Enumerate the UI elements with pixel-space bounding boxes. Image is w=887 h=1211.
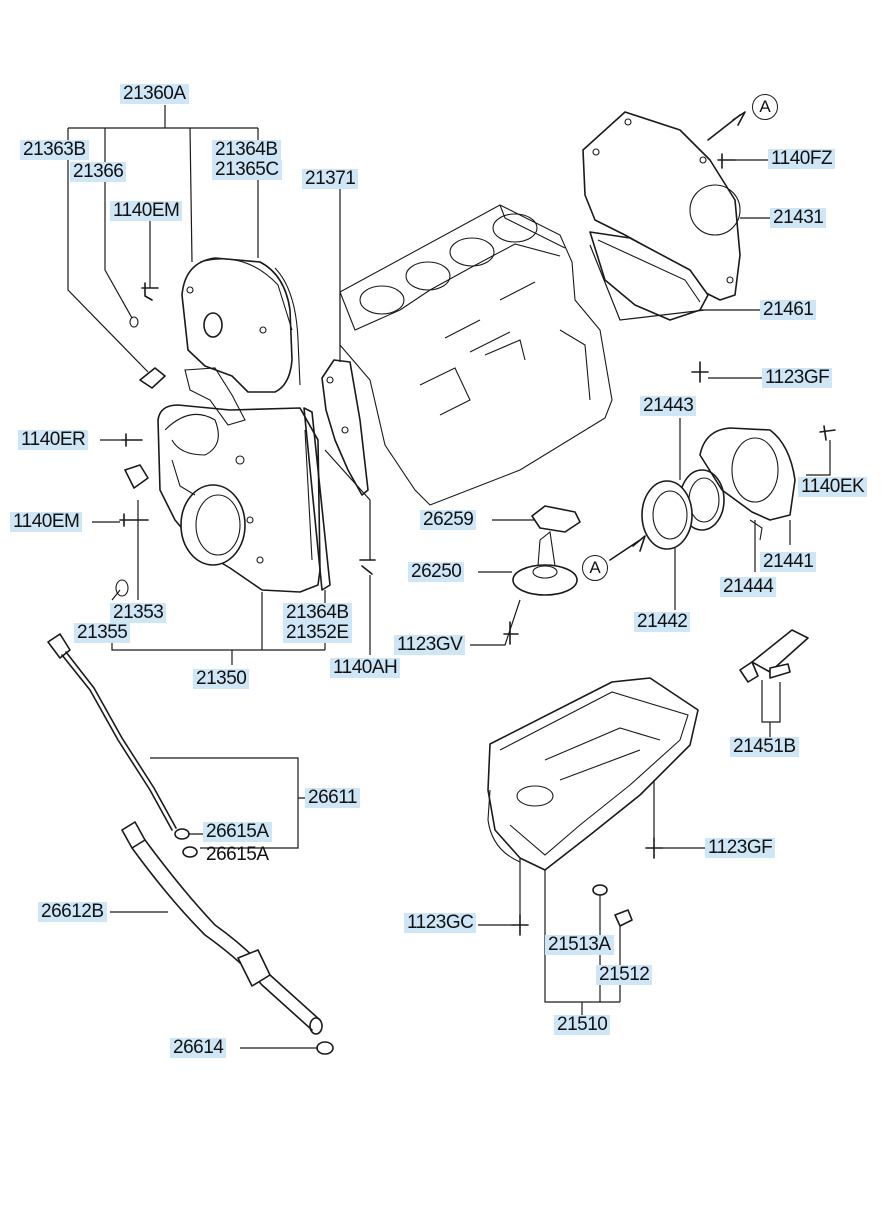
part-label-1123gc[interactable]: 1123GC [404,913,477,933]
dipstick-guide [121,821,323,1035]
oil-pan [487,677,699,871]
part-label-21431[interactable]: 21431 [770,208,827,228]
part-label-21352e[interactable]: 21352E [283,623,352,643]
oil-dipstick [47,633,177,831]
small-fasteners-left [115,282,376,597]
part-label-21512[interactable]: 21512 [596,965,653,985]
view-arrow-top [707,111,746,141]
part-label-21366[interactable]: 21366 [70,162,127,182]
drain-plug-gasket [592,884,608,896]
lower-timing-cover [157,367,321,593]
rear-oil-seal [641,480,693,550]
part-label-1140em-mid[interactable]: 1140EM [10,512,83,532]
part-label-21510[interactable]: 21510 [554,1015,611,1035]
part-label-21360a[interactable]: 21360A [120,84,189,104]
upper-timing-cover [181,257,301,393]
part-label-1140ah[interactable]: 1140AH [330,658,401,678]
part-label-21364b-bottom[interactable]: 21364B [283,603,352,623]
part-label-26259[interactable]: 26259 [420,510,477,530]
part-label-21365c[interactable]: 21365C [212,160,282,180]
part-label-21355[interactable]: 21355 [74,623,131,643]
bolt-1123gv [503,621,519,645]
bolt-1140ek [819,425,836,441]
part-label-1140fz[interactable]: 1140FZ [768,149,836,169]
oil-strainer [512,505,581,596]
part-label-1123gf-top[interactable]: 1123GF [762,368,833,388]
view-marker-top: A [752,94,778,120]
part-label-26612b[interactable]: 26612B [38,902,107,922]
part-label-21451b[interactable]: 21451B [730,737,799,757]
part-label-26250[interactable]: 26250 [408,562,465,582]
rear-plate [582,111,741,301]
drain-plug [614,909,633,927]
part-label-1140em-top[interactable]: 1140EM [110,201,183,221]
engine-block [339,204,613,506]
part-label-21364b-top[interactable]: 21364B [212,140,281,160]
part-label-26611[interactable]: 26611 [305,788,360,808]
bolt-1123gf-bottom [645,837,663,859]
view-arrow-bottom [609,535,646,561]
part-label-21363b[interactable]: 21363B [20,140,89,160]
part-label-1123gf-bottom[interactable]: 1123GF [705,838,776,858]
part-label-21461[interactable]: 21461 [760,300,817,320]
part-label-1140er[interactable]: 1140ER [18,430,89,450]
bolt-1123gc [511,914,529,936]
part-label-26615a-1[interactable]: 26615A [203,822,272,842]
part-label-26615a-2[interactable]: 26615A [206,844,269,865]
part-label-26614[interactable]: 26614 [170,1038,227,1058]
oil-seal-housing [699,427,796,541]
view-marker-bottom: A [582,555,608,581]
part-label-1123gv[interactable]: 1123GV [394,635,466,655]
part-label-21371[interactable]: 21371 [302,169,359,189]
part-label-21443[interactable]: 21443 [640,396,697,416]
part-label-21442[interactable]: 21442 [634,612,691,632]
part-label-21441[interactable]: 21441 [760,552,817,572]
bolt-1140fz [717,153,736,169]
part-label-21513a[interactable]: 21513A [545,935,614,955]
o-ring-lower [182,846,198,858]
part-label-1140ek[interactable]: 1140EK [798,477,868,497]
o-ring-upper [174,828,190,840]
dipstick-o-ring [316,1041,334,1055]
bolt-1123gf-top [691,361,709,383]
sealant-tube [739,629,809,683]
part-label-21444[interactable]: 21444 [720,577,777,597]
leader-lines [67,105,831,1049]
part-label-21353[interactable]: 21353 [110,603,167,623]
cover-gasket-strip [303,407,331,591]
part-label-21350[interactable]: 21350 [193,669,250,689]
